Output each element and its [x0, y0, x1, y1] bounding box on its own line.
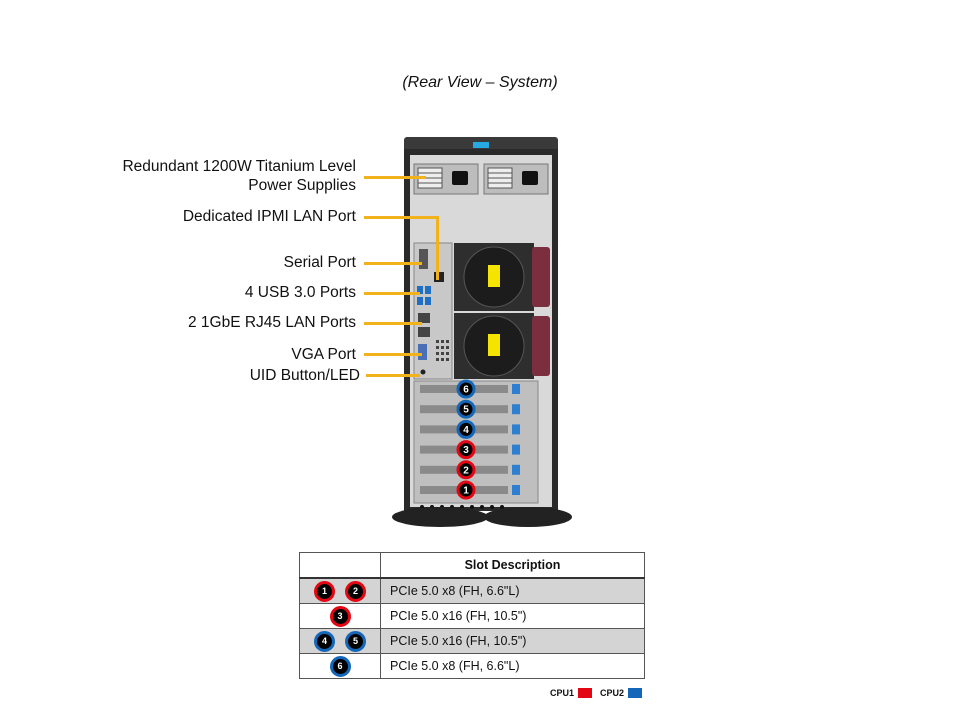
callout-vga-port: VGA Port: [291, 346, 356, 363]
io-shield: [413, 242, 453, 380]
slot-badge-cpu2: 6: [329, 655, 351, 677]
power-supply-1: [413, 163, 479, 195]
serial-port-connector: [419, 249, 428, 269]
slot-marker-number: 4: [463, 425, 469, 436]
slot-marker-4: [456, 419, 476, 439]
slot-marker-number: 6: [463, 385, 469, 396]
slot-badges-cell: 3: [299, 603, 381, 629]
diagram-title: (Rear View – System): [402, 74, 558, 91]
slot-marker-1: [456, 480, 476, 500]
callout-usb-ports: 4 USB 3.0 Ports: [244, 284, 356, 301]
server-rear-view: 6 5 4 3 2 1: [392, 137, 572, 527]
vga-connector: [418, 344, 427, 360]
slot-marker-3: [456, 440, 476, 460]
slot-retention-clip: [512, 464, 520, 475]
slot-marker-6: [456, 379, 476, 399]
slot-description: PCIe 5.0 x16 (FH, 10.5"): [380, 628, 645, 654]
leader-lan-ports: [364, 322, 422, 325]
legend-cpu2-swatch: [628, 688, 642, 698]
slot-badge-cpu2: 5: [345, 630, 366, 652]
chassis-foot-right: [484, 507, 572, 527]
power-supply-2: [483, 163, 549, 195]
slot-marker-number: 3: [463, 445, 469, 456]
legend-cpu1-swatch: [577, 688, 592, 698]
slot-description: PCIe 5.0 x8 (FH, 6.6"L): [380, 577, 645, 604]
leader-usb-ports: [364, 292, 420, 295]
table-header-row: Slot Description: [299, 552, 645, 579]
callout-serial-port: Serial Port: [283, 254, 356, 271]
slot-badge-cpu1: 2: [345, 580, 366, 602]
callout-uid-button: UID Button/LED: [249, 367, 360, 384]
callout-ipmi-lan-port: Dedicated IPMI LAN Port: [182, 208, 356, 225]
slot-marker-5: [456, 399, 476, 419]
leader-power-supplies: [364, 176, 426, 179]
top-indicator: [473, 142, 489, 148]
uid-led: [420, 369, 426, 375]
slot-description: PCIe 5.0 x16 (FH, 10.5"): [380, 603, 645, 629]
table-row: 3 PCIe 5.0 x16 (FH, 10.5"): [299, 603, 645, 629]
lan-port-1: [418, 313, 430, 323]
rear-fan-1: [454, 243, 550, 311]
leader-serial-port: [364, 262, 422, 265]
legend-cpu2-label: CPU2: [599, 688, 624, 698]
leader-ipmi-lan-port: [364, 216, 438, 219]
cpu-legend: CPU1 CPU2: [550, 688, 646, 698]
lan-port-2: [418, 327, 430, 337]
leader-vga-port: [364, 353, 422, 356]
slot-marker-2: [456, 460, 476, 480]
slot-retention-clip: [512, 424, 520, 435]
table-header-empty-cell: [299, 552, 381, 579]
slot-marker-number: 5: [463, 405, 469, 416]
legend-cpu1-label: CPU1: [549, 688, 574, 698]
leader-ipmi-lan-port-vertical: [436, 216, 439, 280]
slot-badge-cpu1: 3: [329, 605, 351, 627]
leader-uid-button: [366, 374, 420, 377]
callout-power-supplies-line1: Redundant 1200W Titanium Level: [122, 158, 356, 175]
slot-marker-number: 1: [463, 486, 469, 497]
slot-retention-clip: [512, 485, 520, 495]
ipmi-lan-connector: [434, 272, 444, 282]
slot-badge-cpu2: 4: [314, 630, 335, 652]
slot-retention-clip: [512, 384, 520, 394]
expansion-slots: 6 5 4 3 2 1: [413, 379, 539, 509]
slot-marker-number: 2: [463, 465, 469, 476]
table-row: 6 PCIe 5.0 x8 (FH, 6.6"L): [299, 653, 645, 679]
table-header-slot-description: Slot Description: [380, 552, 645, 579]
slot-retention-clip: [512, 444, 520, 455]
slot-badge-cpu1: 1: [314, 580, 335, 602]
rear-fan-2: [454, 313, 550, 379]
slot-retention-clip: [512, 404, 520, 415]
chassis-foot-left: [392, 507, 488, 527]
slot-description: PCIe 5.0 x8 (FH, 6.6"L): [380, 653, 645, 679]
callout-power-supplies: Redundant 1200W Titanium Level Power Sup…: [122, 157, 356, 195]
callout-lan-ports: 2 1GbE RJ45 LAN Ports: [188, 314, 356, 331]
callout-power-supplies-line2: Power Supplies: [248, 177, 356, 194]
slot-badges-cell: 6: [299, 653, 381, 679]
